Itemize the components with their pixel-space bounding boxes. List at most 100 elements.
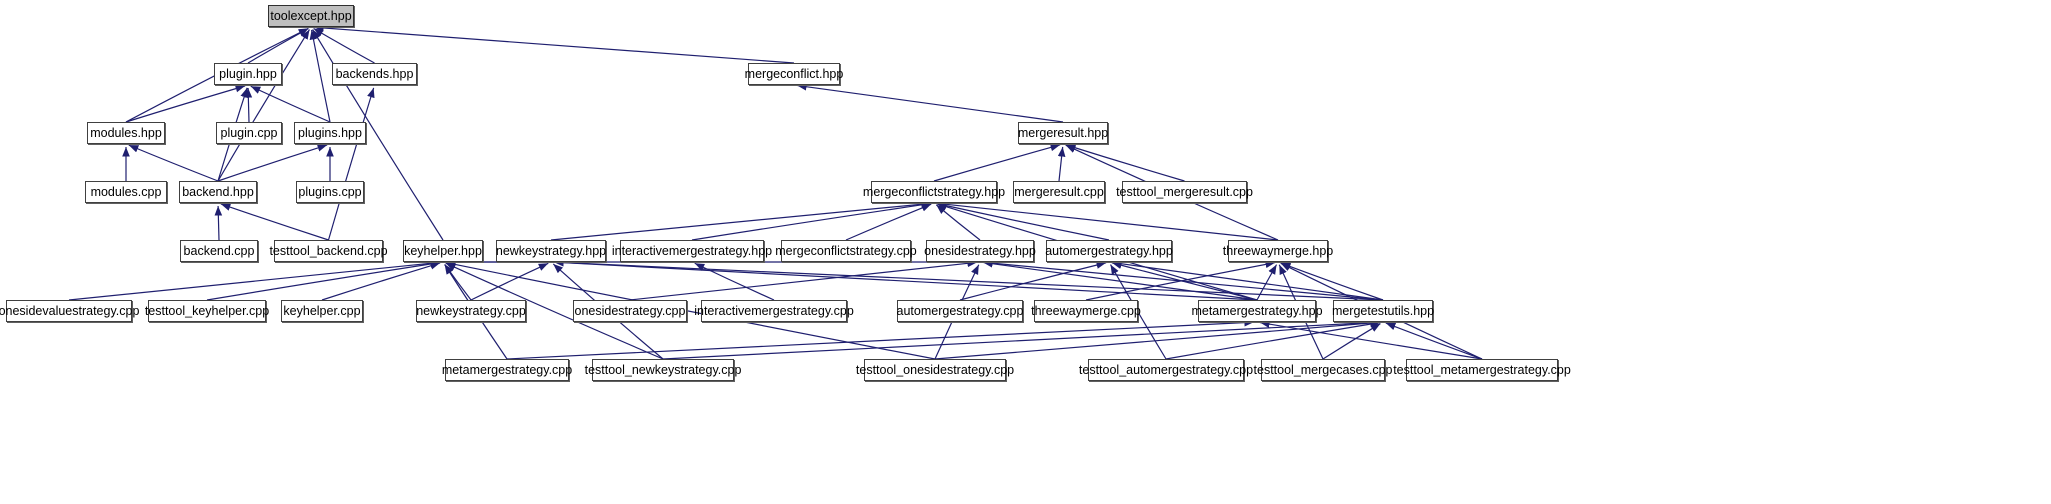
graph-node-testtool_mergeresult_cpp[interactable]: testtool_mergeresult.cpp bbox=[1116, 181, 1253, 203]
graph-node-mergeresult_hpp[interactable]: mergeresult.hpp bbox=[1018, 122, 1108, 144]
graph-node-label: mergetestutils.hpp bbox=[1331, 303, 1435, 318]
graph-edge-onesidevaluestrategy_cpp-to-keyhelper_hpp bbox=[68, 259, 441, 301]
graph-node-testtool_newkeystrategy_cpp[interactable]: testtool_newkeystrategy.cpp bbox=[585, 359, 741, 381]
graph-edge-testtool_automergestrategy_cpp-to-mergetestutils_hpp bbox=[1165, 320, 1381, 360]
graph-node-label: testtool_backend.cpp bbox=[269, 243, 388, 258]
graph-node-backend_cpp[interactable]: backend.cpp bbox=[180, 240, 258, 262]
graph-edge-plugin_cpp-to-plugin_hpp bbox=[244, 87, 253, 123]
graph-node-label: automergestrategy.hpp bbox=[1045, 243, 1173, 258]
graph-node-mergeconflict_hpp[interactable]: mergeconflict.hpp bbox=[745, 63, 843, 85]
graph-node-label: mergeconflict.hpp bbox=[744, 66, 844, 81]
graph-node-label: modules.cpp bbox=[90, 184, 162, 199]
graph-edge-mergetestutils_hpp-to-newkeystrategy_hpp bbox=[553, 258, 1384, 301]
graph-edge-keyhelper_cpp-to-keyhelper_hpp bbox=[321, 262, 441, 301]
graph-edge-testtool_backend_cpp-to-backends_hpp bbox=[327, 87, 375, 241]
graph-edge-automergestrategy_cpp-to-automergestrategy_hpp bbox=[959, 261, 1107, 301]
graph-node-mergetestutils_hpp[interactable]: mergetestutils.hpp bbox=[1331, 300, 1435, 322]
graph-edge-modules_hpp-to-plugin_hpp bbox=[125, 84, 246, 123]
graph-node-label: backends.hpp bbox=[335, 66, 414, 81]
graph-edge-mergeconflictstrategy_cpp-to-mergeconflictstrategy_hpp bbox=[845, 203, 932, 241]
graph-node-mergeconflictstrategy_cpp[interactable]: mergeconflictstrategy.cpp bbox=[775, 240, 917, 262]
graph-node-label: onesidevaluestrategy.cpp bbox=[0, 303, 140, 318]
graph-node-label: metamergestrategy.hpp bbox=[1191, 303, 1323, 318]
graph-node-metamergestrategy_hpp[interactable]: metamergestrategy.hpp bbox=[1191, 300, 1323, 322]
graph-edge-keyhelper_hpp-to-toolexcept bbox=[312, 29, 444, 241]
graph-node-modules_hpp[interactable]: modules.hpp bbox=[87, 122, 165, 144]
graph-node-automergestrategy_cpp[interactable]: automergestrategy.cpp bbox=[897, 300, 1023, 322]
graph-node-label: automergestrategy.cpp bbox=[896, 303, 1024, 318]
graph-edge-testtool_onesidestrategy_cpp-to-mergetestutils_hpp bbox=[934, 319, 1381, 360]
graph-node-modules_cpp[interactable]: modules.cpp bbox=[85, 181, 167, 203]
graph-node-testtool_metamergestrategy_cpp[interactable]: testtool_metamergestrategy.cpp bbox=[1393, 359, 1571, 381]
graph-node-label: plugins.cpp bbox=[298, 184, 362, 199]
graph-node-interactivemergestrategy_hpp[interactable]: interactivemergestrategy.hpp bbox=[612, 240, 772, 262]
graph-node-plugin_cpp[interactable]: plugin.cpp bbox=[216, 122, 282, 144]
graph-node-label: toolexcept.hpp bbox=[270, 8, 352, 23]
graph-node-testtool_onesidestrategy_cpp[interactable]: testtool_onesidestrategy.cpp bbox=[856, 359, 1014, 381]
graph-node-toolexcept[interactable]: toolexcept.hpp bbox=[268, 5, 354, 27]
graph-node-interactivemergestrategy_cpp[interactable]: interactivemergestrategy.cpp bbox=[694, 300, 854, 322]
graph-node-onesidestrategy_cpp[interactable]: onesidestrategy.cpp bbox=[573, 300, 687, 322]
graph-node-label: threewaymerge.hpp bbox=[1222, 243, 1334, 258]
graph-node-onesidestrategy_hpp[interactable]: onesidestrategy.hpp bbox=[924, 240, 1036, 262]
graph-node-plugins_hpp[interactable]: plugins.hpp bbox=[294, 122, 366, 144]
graph-edge-newkeystrategy_cpp-to-newkeystrategy_hpp bbox=[470, 262, 549, 301]
graph-edge-automergestrategy_hpp-to-mergeconflictstrategy_hpp bbox=[936, 201, 1110, 241]
graph-edge-mergeconflict_hpp-to-toolexcept bbox=[313, 24, 795, 64]
graph-edge-metamergestrategy_hpp-to-automergestrategy_hpp bbox=[1111, 261, 1258, 301]
graph-edge-interactivemergestrategy_hpp-to-mergeconflictstrategy_hpp bbox=[691, 201, 932, 241]
graph-node-threewaymerge_hpp[interactable]: threewaymerge.hpp bbox=[1223, 240, 1333, 262]
graph-node-plugin_hpp[interactable]: plugin.hpp bbox=[214, 63, 282, 85]
graph-node-label: keyhelper.hpp bbox=[404, 243, 482, 258]
graph-node-testtool_keyhelper_cpp[interactable]: testtool_keyhelper.cpp bbox=[145, 300, 269, 322]
graph-node-label: keyhelper.cpp bbox=[283, 303, 361, 318]
graph-edge-threewaymerge_hpp-to-mergeconflictstrategy_hpp bbox=[936, 200, 1279, 241]
graph-node-newkeystrategy_hpp[interactable]: newkeystrategy.hpp bbox=[496, 240, 606, 262]
graph-edge-backend_hpp-to-plugins_hpp bbox=[217, 144, 328, 182]
graph-node-backends_hpp[interactable]: backends.hpp bbox=[332, 63, 417, 85]
graph-edge-testtool_mergeresult_cpp-to-mergeresult_hpp bbox=[1065, 144, 1185, 182]
graph-node-label: testtool_automergestrategy.cpp bbox=[1078, 362, 1254, 377]
graph-node-label: threewaymerge.cpp bbox=[1031, 303, 1141, 318]
edge-group bbox=[68, 24, 1483, 360]
graph-node-label: testtool_mergeresult.cpp bbox=[1116, 184, 1253, 199]
graph-node-testtool_automergestrategy_cpp[interactable]: testtool_automergestrategy.cpp bbox=[1079, 359, 1253, 381]
graph-edge-mergeresult_cpp-to-mergeresult_hpp bbox=[1057, 146, 1066, 182]
graph-edge-testtool_newkeystrategy_cpp-to-mergetestutils_hpp bbox=[662, 318, 1381, 360]
graph-edge-metamergestrategy_cpp-to-metamergestrategy_hpp bbox=[506, 318, 1255, 360]
graph-node-keyhelper_cpp[interactable]: keyhelper.cpp bbox=[281, 300, 363, 322]
graph-node-plugins_cpp[interactable]: plugins.cpp bbox=[296, 181, 364, 203]
graph-edge-plugins_hpp-to-plugin_hpp bbox=[250, 85, 331, 123]
graph-node-mergeresult_cpp[interactable]: mergeresult.cpp bbox=[1013, 181, 1105, 203]
graph-node-backend_hpp[interactable]: backend.hpp bbox=[179, 181, 257, 203]
graph-node-label: mergeconflictstrategy.hpp bbox=[862, 184, 1006, 199]
graph-edge-interactivemergestrategy_cpp-to-interactivemergestrategy_hpp bbox=[694, 262, 775, 301]
graph-edge-metamergestrategy_hpp-to-onesidestrategy_hpp bbox=[982, 259, 1258, 301]
graph-edge-backend_cpp-to-backend_hpp bbox=[214, 205, 223, 241]
graph-edge-testtool_keyhelper_cpp-to-keyhelper_hpp bbox=[206, 260, 441, 301]
graph-node-label: metamergestrategy.cpp bbox=[441, 362, 573, 377]
graph-node-keyhelper_hpp[interactable]: keyhelper.hpp bbox=[403, 240, 483, 262]
graph-node-mergeconflictstrategy_hpp[interactable]: mergeconflictstrategy.hpp bbox=[863, 181, 1005, 203]
graph-edge-testtool_backend_cpp-to-backend_hpp bbox=[220, 203, 329, 241]
graph-node-automergestrategy_hpp[interactable]: automergestrategy.hpp bbox=[1045, 240, 1173, 262]
graph-node-label: newkeystrategy.cpp bbox=[416, 303, 526, 318]
graph-edge-backend_hpp-to-modules_hpp bbox=[128, 144, 219, 182]
graph-edge-testtool_onesidestrategy_cpp-to-keyhelper_hpp bbox=[445, 260, 936, 360]
graph-node-newkeystrategy_cpp[interactable]: newkeystrategy.cpp bbox=[416, 300, 526, 322]
graph-node-label: testtool_newkeystrategy.cpp bbox=[584, 362, 742, 377]
graph-node-label: plugin.cpp bbox=[220, 125, 278, 140]
graph-node-threewaymerge_cpp[interactable]: threewaymerge.cpp bbox=[1031, 300, 1141, 322]
graph-edge-mergetestutils_hpp-to-threewaymerge_hpp bbox=[1280, 262, 1384, 301]
graph-node-metamergestrategy_cpp[interactable]: metamergestrategy.cpp bbox=[441, 359, 573, 381]
graph-edge-mergeconflictstrategy_hpp-to-mergeresult_hpp bbox=[933, 143, 1061, 182]
graph-node-onesidevaluestrategy_cpp[interactable]: onesidevaluestrategy.cpp bbox=[0, 300, 139, 322]
graph-edge-testtool_metamergestrategy_cpp-to-metamergestrategy_hpp bbox=[1259, 320, 1483, 360]
graph-node-testtool_mergecases_cpp[interactable]: testtool_mergecases.cpp bbox=[1254, 359, 1392, 381]
graph-node-label: plugins.hpp bbox=[298, 125, 362, 140]
graph-node-label: newkeystrategy.hpp bbox=[495, 243, 607, 258]
graph-node-label: mergeconflictstrategy.cpp bbox=[775, 243, 917, 258]
graph-node-testtool_backend_cpp[interactable]: testtool_backend.cpp bbox=[269, 240, 388, 262]
